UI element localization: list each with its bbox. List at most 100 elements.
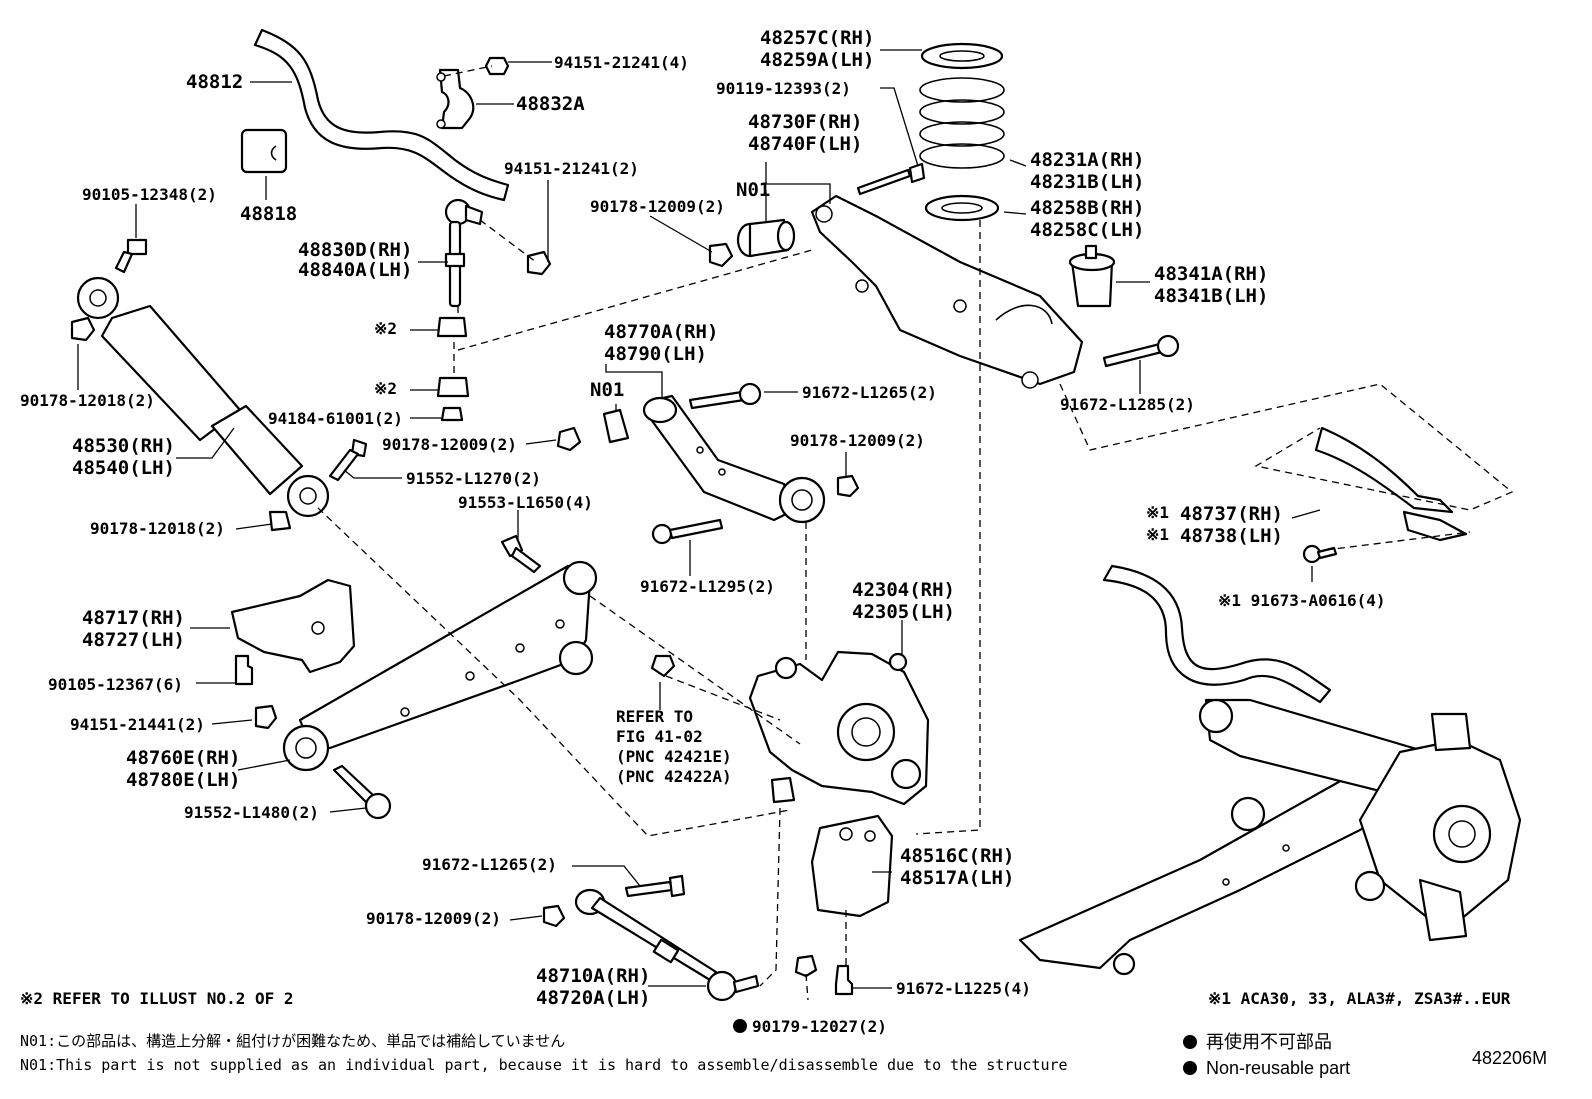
knuckle-bracket <box>810 814 894 918</box>
bolt-91552-l1480 <box>332 764 392 820</box>
bolt-refer <box>650 654 676 678</box>
label-48530: 48530(RH) <box>72 435 175 457</box>
label-48737: 48737(RH) <box>1180 503 1283 525</box>
label-48341a: 48341A(RH) <box>1154 263 1268 285</box>
stabilizer-bar <box>253 28 510 202</box>
label-48517a: 48517A(LH) <box>900 867 1014 889</box>
parts-artwork <box>70 28 1522 1002</box>
cushion-lower <box>436 376 470 398</box>
legend-english: Non-reusable part <box>1206 1058 1350 1078</box>
label-94151-21441: 94151-21441(2) <box>70 715 205 734</box>
stabilizer-bracket <box>438 68 475 130</box>
label-48720a: 48720A(LH) <box>536 987 650 1009</box>
bolt-91672-l1265-b <box>624 874 686 898</box>
label-48516c: 48516C(RH) <box>900 845 1014 867</box>
non-reusable-dot <box>733 1019 747 1033</box>
label-91552-l1480: 91552-L1480(2) <box>184 803 319 822</box>
label-91672-l1295: 91672-L1295(2) <box>640 577 775 596</box>
label-90178-12009-c: 90178-12009(2) <box>790 431 925 450</box>
footer-notes: ※2 REFER TO ILLUST NO.2 OF 2 ※1 ACA30, 3… <box>20 989 1547 1078</box>
nut-90179-12027 <box>794 954 818 978</box>
mudguard <box>1314 426 1468 542</box>
label-48727: 48727(LH) <box>82 629 185 651</box>
part-labels: 48812 94151-21241(4) 48832A 94151-21241(… <box>20 27 1386 1036</box>
label-48231a: 48231A(RH) <box>1030 149 1144 171</box>
nut-90178-12009-b <box>708 242 734 268</box>
label-94151-21241-4: 94151-21241(4) <box>554 53 689 72</box>
label-48738-star: ※1 <box>1146 525 1169 544</box>
nut-90178-12009-c <box>836 474 860 498</box>
upper-spring-seat <box>920 42 1004 70</box>
label-90178-12018-b: 90178-12018(2) <box>90 519 225 538</box>
nut-top <box>484 56 510 76</box>
label-refer-pnc-1: (PNC 42421E) <box>616 747 732 766</box>
label-48780e: 48780E(LH) <box>126 769 240 791</box>
label-90178-12009-b: 90178-12009(2) <box>590 197 725 216</box>
label-91552-l1270: 91552-L1270(2) <box>406 469 541 488</box>
label-star2-b: ※2 <box>374 379 397 398</box>
label-48812: 48812 <box>186 71 243 93</box>
label-48231b: 48231B(LH) <box>1030 171 1144 193</box>
bolt-91672-l1285 <box>1102 334 1180 368</box>
label-refer-pnc-2: (PNC 42422A) <box>616 767 732 786</box>
label-48818: 48818 <box>240 203 297 225</box>
label-48259a: 48259A(LH) <box>760 49 874 71</box>
label-48258b: 48258B(RH) <box>1030 197 1144 219</box>
label-90105-12367: 90105-12367(6) <box>48 675 183 694</box>
label-n01-a: N01 <box>736 179 770 201</box>
label-90178-12009-a: 90178-12009(2) <box>382 435 517 454</box>
lower-control-arm <box>282 560 598 772</box>
shock-absorber <box>76 276 330 518</box>
coil-spring <box>919 77 1005 169</box>
label-48717: 48717(RH) <box>82 607 185 629</box>
label-48770a: 48770A(RH) <box>604 321 718 343</box>
n01-note-japanese: N01:この部品は、構造上分解・組付けが困難なため、単品では補給していません <box>20 1032 565 1050</box>
nut-90178-12018-b <box>268 510 292 532</box>
bolt-90105-12367 <box>234 654 254 686</box>
nut-94151-21441 <box>254 704 278 730</box>
label-42304: 42304(RH) <box>852 579 955 601</box>
label-48737-star: ※1 <box>1146 503 1169 522</box>
bolt-90119-12393 <box>856 162 926 196</box>
label-star2-a: ※2 <box>374 319 397 338</box>
label-90179-12027: 90179-12027(2) <box>752 1017 887 1036</box>
n01-note-english: N01:This part is not supplied as an indi… <box>20 1056 1068 1074</box>
nut-90178-12009-a <box>556 426 582 452</box>
bolt-91672-l1225 <box>834 964 854 996</box>
label-48257c: 48257C(RH) <box>760 27 874 49</box>
legend-dot-jp <box>1183 1035 1197 1049</box>
bushing-knuckle <box>770 776 796 804</box>
label-91672-l1265-b: 91672-L1265(2) <box>422 855 557 874</box>
toe-control-rod <box>574 888 760 1002</box>
label-48840a: 48840A(LH) <box>298 259 412 281</box>
bolt-91553-l1650 <box>500 534 542 574</box>
label-91672-l1265-a: 91672-L1265(2) <box>802 383 937 402</box>
label-48738: 48738(LH) <box>1180 525 1283 547</box>
nut-94184 <box>440 406 464 422</box>
upper-trailing-arm <box>810 194 1084 389</box>
illustration-number: 482206M <box>1472 1048 1547 1068</box>
legend-dot-en <box>1183 1061 1197 1075</box>
label-48341b: 48341B(LH) <box>1154 285 1268 307</box>
bolt-91672-l1265-a <box>688 382 762 410</box>
bump-stopper <box>1068 244 1116 308</box>
label-91673-a0616: ※1 91673-A0616(4) <box>1218 591 1386 610</box>
lateral-link-arm <box>642 394 826 524</box>
label-refer-fig: FIG 41-02 <box>616 727 703 746</box>
legend-japanese: 再使用不可部品 <box>1206 1032 1332 1052</box>
assembled-view <box>1018 564 1522 976</box>
stabilizer-link <box>444 198 484 308</box>
label-91672-l1225: 91672-L1225(4) <box>896 979 1031 998</box>
label-48540: 48540(LH) <box>72 457 175 479</box>
nut-90178-12009-d <box>542 904 566 928</box>
lower-arm-bracket <box>230 578 356 674</box>
bolt-90105-12348 <box>114 238 148 274</box>
label-n01-b: N01 <box>590 379 624 401</box>
label-48730f: 48730F(RH) <box>748 111 862 133</box>
label-94151-21241-2: 94151-21241(2) <box>504 159 639 178</box>
alignment-lines <box>317 65 1514 1001</box>
screw-91673-a0616 <box>1302 544 1338 564</box>
label-90178-12018-a: 90178-12018(2) <box>20 391 155 410</box>
label-90105-12348: 90105-12348(2) <box>82 185 217 204</box>
